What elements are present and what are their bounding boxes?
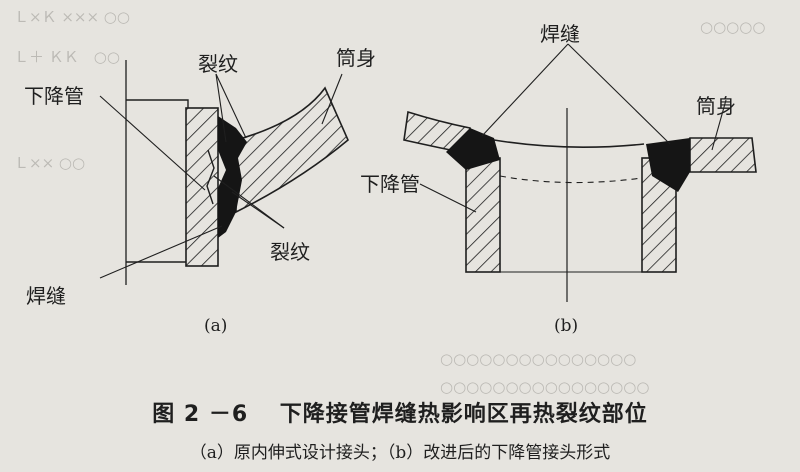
sublabel-a: (a) [204, 316, 228, 336]
leader-line [99, 225, 223, 279]
bleed-through-text: Ｌ×× ○○ [14, 154, 86, 172]
label-weld-b: 焊缝 [540, 22, 580, 46]
label-downcomer-a: 下降管 [24, 84, 84, 108]
bleed-through-text: ○○○○○ [700, 18, 766, 36]
figure-caption-note: （a）原内伸式设计接头；（b）改进后的下降管接头形式 [189, 443, 611, 463]
sublabel-b: (b) [554, 316, 579, 336]
label-downcomer-b: 下降管 [360, 172, 420, 196]
bleed-through-text: Ｌ＋ ＫＫ ○○ [14, 48, 120, 66]
figure-a-shell [235, 86, 349, 214]
figure-a-weld [218, 116, 247, 238]
leader-line [419, 183, 477, 213]
label-shell-b: 筒身 [696, 94, 736, 118]
leader-line [99, 95, 206, 191]
leader-line [321, 73, 343, 125]
bleed-through-text: ○○○○○○○○○○○○○○○○ [440, 378, 650, 396]
figure-b-weld-right [646, 138, 690, 192]
leader-line [231, 191, 285, 229]
label-crack-top-a: 裂纹 [198, 52, 238, 76]
bleed-through-text: ○○○○○○○○○○○○○○○ [440, 350, 637, 368]
label-weld-a: 焊缝 [26, 284, 66, 308]
figure-b-shell-right [689, 137, 757, 173]
leader-line [215, 73, 247, 139]
figure-b-downcomer-left-wall [465, 157, 501, 273]
figure-b-drawing [403, 43, 757, 302]
figure-b-shell-surface [493, 139, 645, 148]
bleed-through-text: Ｌ×Ｋ ××× ○○ [14, 8, 130, 26]
leader-line [567, 43, 671, 145]
figure-b-weld-left [446, 128, 500, 170]
leader-line [711, 99, 727, 151]
figure-b-dashed-arc [499, 175, 643, 184]
label-crack-bottom-a: 裂纹 [270, 240, 310, 264]
leader-line [215, 73, 227, 143]
figure-a-drawing [99, 60, 349, 285]
figure-caption-title: 图 2 －6 下降接管焊缝热影响区再热裂纹部位 [152, 402, 648, 427]
figure-a-crack [206, 149, 215, 205]
leader-line [481, 43, 569, 137]
label-shell-a: 筒身 [336, 46, 376, 70]
figure-a-inner-plate [126, 99, 189, 263]
